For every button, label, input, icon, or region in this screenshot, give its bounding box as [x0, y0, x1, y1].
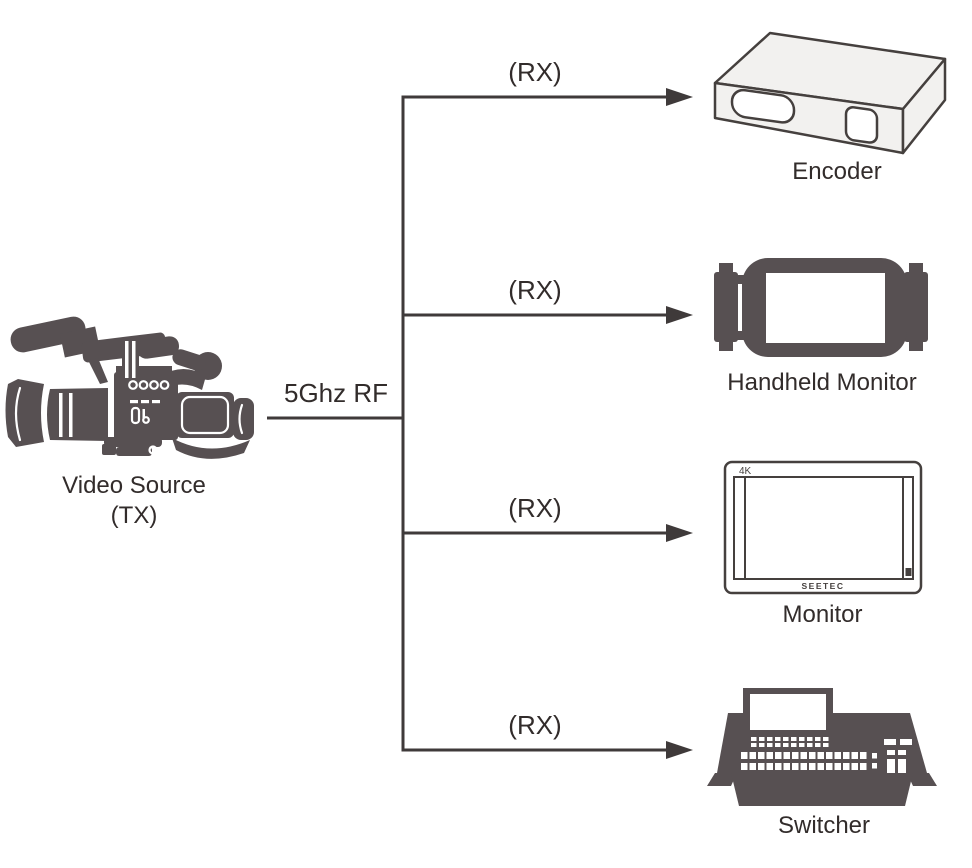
handheld-monitor-icon	[714, 258, 928, 357]
video-source-tx-label: (TX)	[110, 502, 158, 529]
video-camera-icon	[5, 316, 254, 459]
handheld-monitor-label: Handheld Monitor	[727, 369, 917, 396]
encoder-icon	[713, 31, 947, 155]
rx-label-handheld-monitor: (RX)	[508, 275, 562, 305]
monitor-brand-label: SEETEC	[801, 581, 844, 591]
arrowhead-icon	[666, 741, 693, 759]
monitor-icon: 4K SEETEC	[723, 460, 923, 595]
rf-link-label: 5Ghz RF	[283, 378, 389, 408]
monitor-4k-badge: 4K	[739, 466, 752, 477]
video-source-label: Video Source	[62, 472, 206, 499]
switcher-label: Switcher	[777, 812, 871, 839]
switcher-icon	[707, 688, 937, 806]
arrowhead-icon	[666, 88, 693, 106]
rx-label-monitor: (RX)	[508, 493, 562, 523]
rx-label-encoder: (RX)	[508, 57, 562, 87]
encoder-label: Encoder	[792, 158, 882, 185]
arrowhead-icon	[666, 524, 693, 542]
monitor-label: Monitor	[782, 601, 863, 628]
rx-label-switcher: (RX)	[508, 710, 562, 740]
arrowhead-icon	[666, 306, 693, 324]
